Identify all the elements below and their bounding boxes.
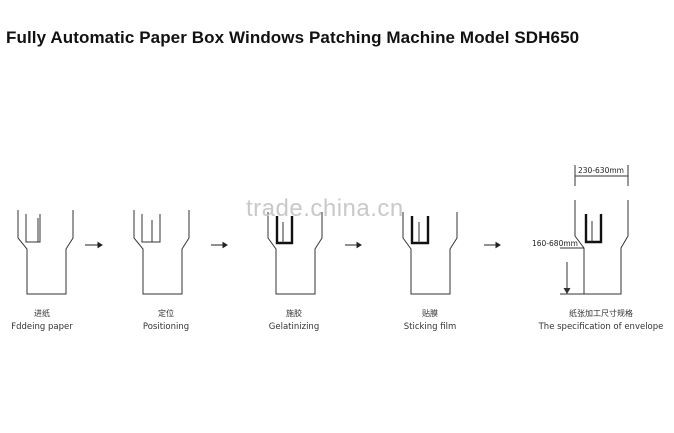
arrow-right-icon — [85, 241, 103, 249]
step-label-cn: 贴膜 — [422, 308, 438, 318]
envelope-outline — [133, 210, 190, 295]
step-sticking-film — [402, 212, 458, 295]
step-label-en: The specification of envelope — [538, 322, 664, 332]
window-outline — [141, 214, 161, 243]
height-dimension-label: 160-680mm — [532, 239, 578, 248]
step-label-en: Sticking film — [404, 322, 457, 332]
step-label-cn: 定位 — [158, 308, 174, 318]
step-specification — [560, 165, 629, 295]
envelope-outline — [17, 210, 74, 295]
step-label-en: Fddeing paper — [11, 322, 73, 332]
envelope-outline — [574, 200, 629, 295]
arrows — [85, 241, 501, 249]
step-positioning — [133, 210, 190, 295]
watermark: trade.china.cn — [246, 195, 404, 222]
step-feeding-paper — [17, 210, 74, 295]
step-label-cn: 施胶 — [286, 308, 302, 318]
arrow-right-icon — [345, 241, 362, 249]
window-outline — [25, 214, 41, 243]
envelope-outline — [402, 212, 458, 295]
step-gelatinizing — [267, 212, 323, 295]
step-label-cn: 进纸 — [34, 308, 50, 318]
arrow-right-icon — [211, 241, 228, 249]
width-dimension-label: 230-630mm — [578, 166, 624, 175]
film-frame — [584, 214, 603, 244]
arrow-right-icon — [484, 241, 501, 249]
film-frame — [410, 216, 430, 245]
envelope-outline — [267, 212, 323, 295]
step-label-cn: 纸张加工尺寸规格 — [569, 308, 633, 318]
step-label-en: Positioning — [143, 322, 189, 332]
glue-frame — [275, 216, 294, 245]
page-title: Fully Automatic Paper Box Windows Patchi… — [6, 28, 580, 47]
step-label-en: Gelatinizing — [269, 322, 319, 332]
